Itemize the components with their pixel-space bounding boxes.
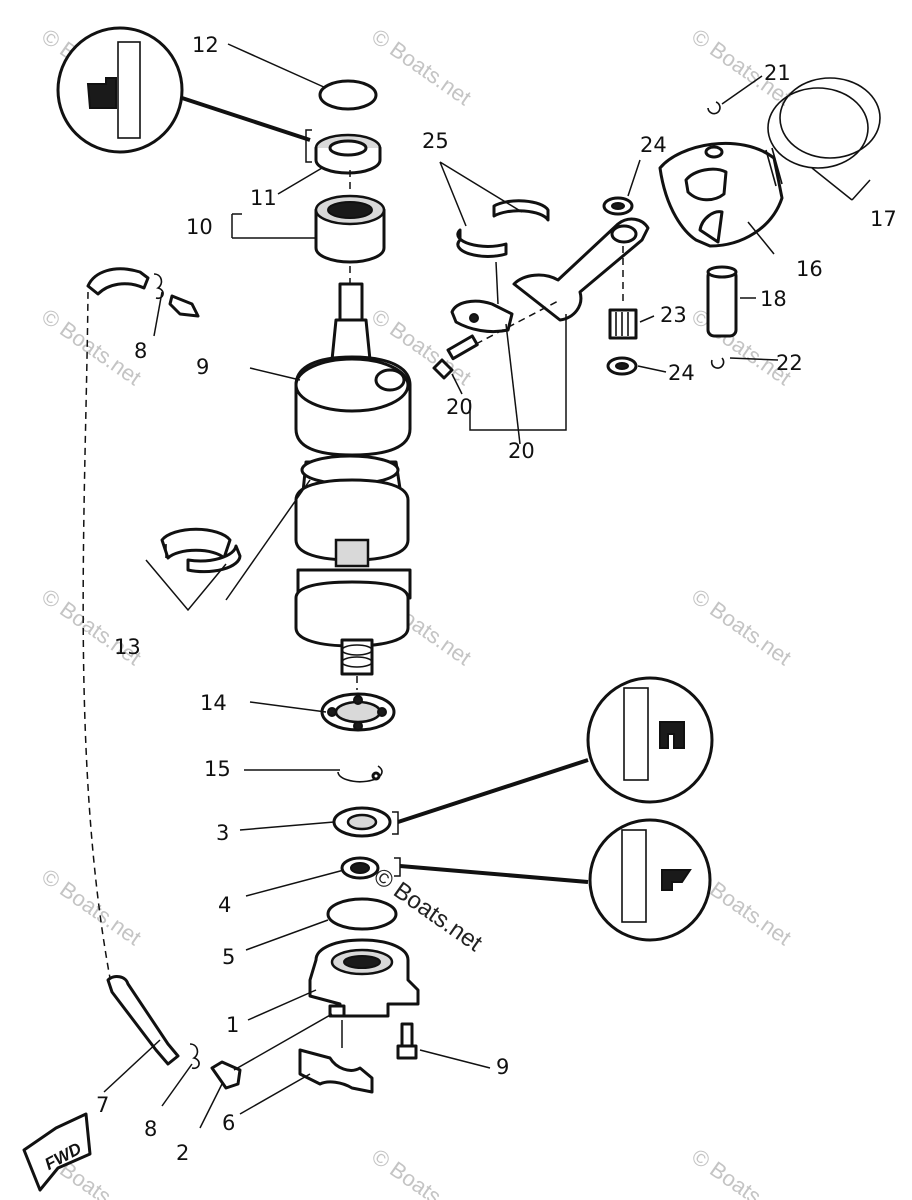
piston-rings-18 [767,77,881,169]
seal-detail-inset-mid [586,676,714,804]
oil-seal-3 [332,758,589,838]
callout-3: 3 [216,821,229,845]
callout-8-lower: 8 [144,1117,157,1141]
watermark: © Boats.net [37,304,146,391]
callout-6: 6 [222,1111,235,1135]
callout-10: 9 [196,355,209,379]
upper-bearing-11 [314,170,386,284]
fitting-upper [168,294,200,318]
crankshaft-10 [294,282,412,690]
callout-11: 10 [186,215,213,239]
callout-23: 23 [660,303,687,327]
connecting-rod-21 [450,217,650,334]
needle-bearing-25 [456,199,550,258]
oil-seal-4 [340,856,589,884]
callout-16: 15 [204,757,231,781]
callout-20-upper: 21 [764,61,791,85]
callout-1: 1 [226,1013,239,1037]
thrust-washer-24-upper [602,196,634,216]
callout-24-lower: 24 [668,361,695,385]
needle-bearing-23 [608,246,638,340]
callout-9: 9 [496,1055,509,1079]
callout-12: 11 [250,186,277,210]
snap-ring-16 [337,765,383,783]
o-ring-13 [318,79,378,111]
piston-pin-19 [706,265,738,338]
callout-18: 17 [870,207,897,231]
callout-19: 18 [760,287,787,311]
watermark: © Boats.net [687,584,796,671]
callout-15: 14 [200,691,227,715]
watermark: © Boats.net [37,864,146,951]
circlip-20-upper [707,101,721,115]
callout-labels: 12 11 10 8 9 13 14 15 3 4 5 1 9 6 7 8 2 … [96,33,897,1165]
oil-seal-12 [305,129,382,175]
o-ring-5 [326,897,398,931]
seal-detail-inset-low [588,818,712,942]
callout-24-upper: 24 [640,133,667,157]
seal-detail-inset-top [56,26,311,154]
thrust-washer-24-lower [606,356,638,376]
callout-2: 2 [176,1141,189,1165]
callout-8-upper: 8 [134,339,147,363]
callout-20-lower: 22 [776,351,803,375]
crank-bearing-14 [160,527,242,574]
watermark: © Boats.net [687,304,796,391]
watermark: © Boats.net [367,24,476,111]
leader-lines [103,43,871,1129]
callout-25: 25 [422,129,449,153]
bearing-housing-1 [308,938,420,1018]
fitting-2 [210,1060,242,1090]
housing-cap-6 [298,1020,374,1094]
watermark: © Boats.net [687,1144,796,1200]
callout-14: 13 [114,635,141,659]
callout-17: 16 [796,257,823,281]
callout-13: 12 [192,33,219,57]
callout-22: 20 [446,395,473,419]
lower-bearing-15 [320,692,396,732]
callout-21: 20 [508,439,535,463]
piston-17 [658,141,784,248]
callout-4: 4 [218,893,231,917]
hose-7 [82,291,180,1066]
bolt-22 [432,299,561,380]
hose-upper [86,267,150,296]
bolt-9 [396,1022,418,1060]
callout-7: 7 [96,1093,109,1117]
clip-8-lower [189,1043,200,1070]
watermark: © Boats.net [367,1144,476,1200]
callout-5: 5 [222,945,235,969]
circlip-20-lower [710,357,725,369]
